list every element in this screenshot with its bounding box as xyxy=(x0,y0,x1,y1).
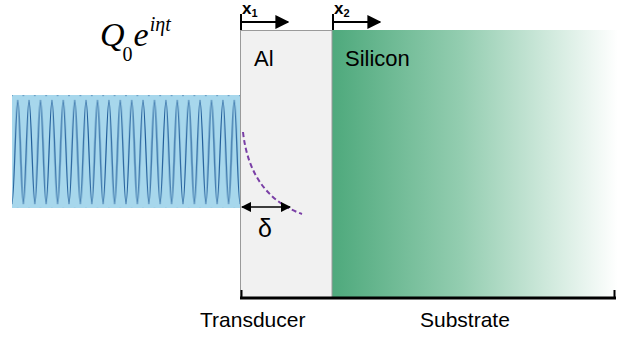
region-label: Substrate xyxy=(420,309,510,330)
substrate-box: Silicon xyxy=(332,30,618,298)
axis-tick xyxy=(614,290,616,298)
exponent: iηt xyxy=(150,14,171,34)
decay-curve xyxy=(243,132,302,214)
axis-arrow xyxy=(333,21,380,23)
exponential-base: e xyxy=(134,18,149,52)
region-label: Transducer xyxy=(200,309,305,330)
penetration-depth: δ xyxy=(258,216,272,241)
layer-name: Silicon xyxy=(345,48,410,70)
axis-symbol: x xyxy=(334,0,343,17)
subscript: 0 xyxy=(123,44,133,64)
flux-symbol: Q xyxy=(100,18,125,52)
transducer-layer xyxy=(241,31,333,298)
depth-arrow xyxy=(242,206,290,208)
substrate-region xyxy=(332,30,618,298)
axis-arrow xyxy=(241,21,288,23)
subscript: 2 xyxy=(343,8,349,19)
heat-flux-band xyxy=(12,95,240,208)
transducer-box: Al xyxy=(240,30,332,298)
axis-tick xyxy=(241,290,243,298)
base-line xyxy=(240,297,616,300)
subscript: 1 xyxy=(251,8,257,19)
sine-wave xyxy=(12,95,240,208)
layer-name: Al xyxy=(254,48,274,70)
axis-symbol: x xyxy=(242,0,251,17)
